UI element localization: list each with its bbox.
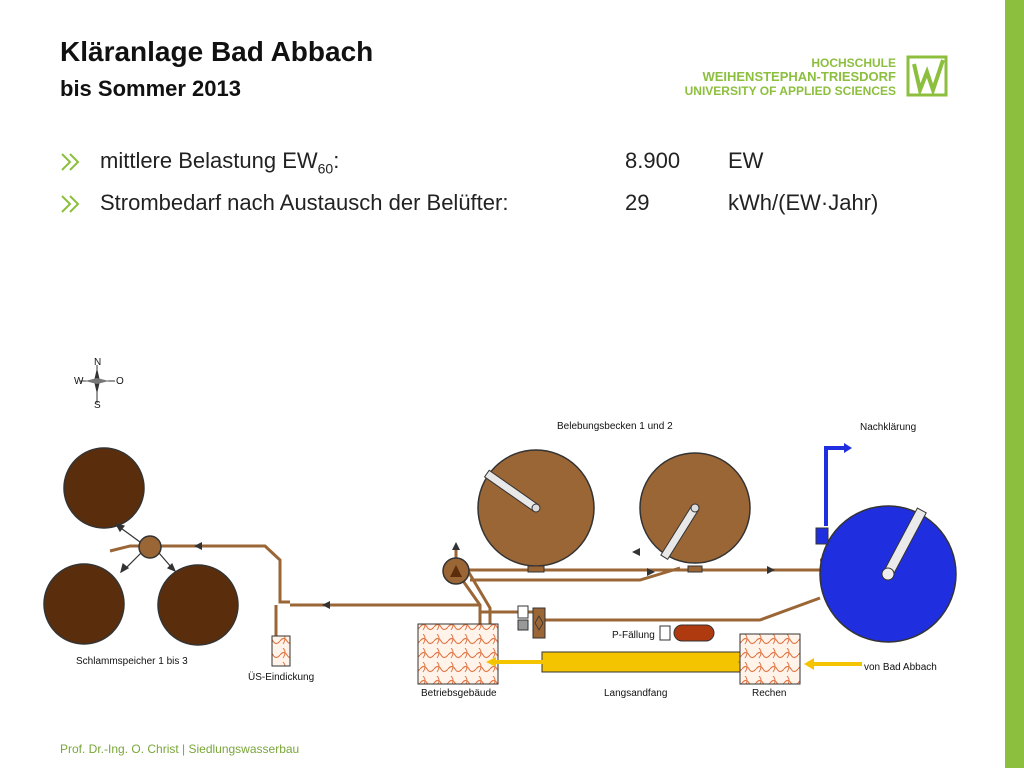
secondary-clarifier: Nachklärung: [815, 422, 957, 643]
bullet-label: mittlere Belastung EW60:: [100, 148, 340, 177]
page-title: Kläranlage Bad Abbach: [60, 36, 374, 67]
page-subtitle: bis Sommer 2013: [60, 76, 241, 101]
university-logo-icon: [906, 55, 948, 97]
flow-arrows: [194, 542, 775, 609]
aeration-tanks: Belebungsbecken 1 und 2: [442, 421, 751, 585]
bullet-unit: EW: [728, 148, 764, 173]
inflow-arrow: von Bad Abbach: [804, 658, 937, 673]
bullet-unit: kWh/(EW·Jahr): [728, 190, 879, 215]
plant-layout-diagram: N S W O Schla: [43, 357, 957, 699]
label-betriebsgebaeude: Betriebsgebäude: [421, 688, 497, 699]
label-eindickung: ÜS-Eindickung: [248, 671, 314, 683]
excess-sludge-thickener: ÜS-Eindickung: [248, 635, 314, 683]
double-chevron-icon: [61, 153, 80, 171]
sludge-distributor: [138, 535, 162, 559]
sludge-tank-3: [157, 564, 239, 646]
operations-building: Betriebsgebäude: [417, 605, 546, 699]
bullet-value: 29: [625, 190, 650, 215]
grit-chamber: Langsandfang: [486, 651, 743, 699]
sludge-storage-tanks: Schlammspeicher 1 bis 3: [43, 447, 239, 667]
bullet-value: 8.900: [625, 148, 681, 173]
label-zulauf: von Bad Abbach: [864, 662, 937, 673]
compass-icon: N S W O: [74, 357, 124, 411]
double-chevron-icon: [61, 195, 80, 213]
logo-line-3: UNIVERSITY OF APPLIED SCIENCES: [684, 84, 896, 98]
label-langsandfang: Langsandfang: [604, 688, 667, 699]
label-schlammspeicher: Schlammspeicher 1 bis 3: [76, 656, 188, 667]
label-belebung: Belebungsbecken 1 und 2: [557, 421, 673, 432]
compass-o: O: [116, 376, 124, 387]
logo-line-2: WEIHENSTEPHAN-TRIESDORF: [702, 69, 896, 84]
phosphate-precipitation: P-Fällung: [612, 624, 715, 642]
sludge-tank-1: [63, 447, 145, 529]
label-nachklaerung: Nachklärung: [860, 422, 916, 433]
compass-n: N: [94, 357, 101, 368]
compass-s: S: [94, 400, 101, 411]
right-accent-bar: [1005, 0, 1024, 768]
bar-screen: Rechen: [739, 633, 801, 699]
sludge-tank-2: [43, 563, 125, 645]
university-logo-text: HOCHSCHULE WEIHENSTEPHAN-TRIESDORF UNIVE…: [680, 56, 896, 98]
logo-line-1: HOCHSCHULE: [811, 56, 896, 70]
bullet-label: Strombedarf nach Austausch der Belüfter:: [100, 190, 509, 215]
compass-w: W: [74, 376, 84, 387]
label-fallung: P-Fällung: [612, 630, 655, 641]
label-rechen: Rechen: [752, 688, 786, 699]
footer-text: Prof. Dr.-Ing. O. Christ | Siedlungswass…: [60, 742, 300, 756]
